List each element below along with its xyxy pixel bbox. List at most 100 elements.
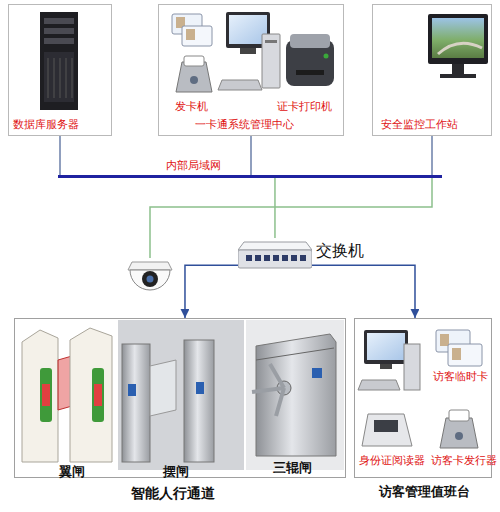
network-switch: 交换机 [238, 238, 312, 272]
swing-arm [150, 360, 176, 416]
server-panel [44, 52, 74, 102]
swing-indicator [196, 382, 204, 394]
wing-cabinet [22, 330, 58, 462]
camera-wire [150, 178, 432, 258]
id-reader [362, 414, 412, 446]
pc-keyboard [218, 80, 262, 90]
screen-road [438, 43, 482, 54]
card-issuer-device [176, 56, 212, 92]
wing-indicator [92, 368, 104, 422]
network-link [431, 136, 433, 175]
node-label: 证卡打印机 [277, 101, 332, 114]
server-bay [44, 28, 74, 34]
lan-bus: 内部局域网 [58, 175, 442, 178]
camera-mount [128, 262, 172, 270]
node-label: 访客临时卡 [433, 371, 488, 384]
pc-screen [367, 333, 405, 360]
camera-lens [142, 271, 158, 287]
gate-box: 翼闸摆闸三辊闸智能人行通道 [14, 318, 346, 478]
server-box: 数据库服务器 [8, 4, 112, 136]
switch-port [282, 255, 288, 261]
pc-stand [240, 48, 256, 54]
photo-background [118, 320, 244, 470]
node-label: 三辊闸 [273, 461, 312, 476]
node-label: 交换机 [316, 242, 364, 260]
swing-cabinet [122, 344, 150, 462]
server-grille [66, 58, 67, 98]
swing-gate [122, 340, 214, 462]
monitor-workstation [428, 14, 488, 78]
switch-port [273, 255, 279, 261]
camera-dome [130, 270, 170, 290]
swing-cabinet [184, 340, 214, 462]
network-link [185, 265, 238, 318]
visitor-card-issuer [440, 410, 478, 448]
visitor-cards [436, 330, 482, 366]
network-link [274, 178, 276, 238]
pc-keyboard [358, 380, 400, 390]
card-icons [172, 14, 212, 46]
tripod-turnstile [252, 334, 336, 456]
id-card [182, 26, 212, 46]
issuer-button [455, 432, 463, 440]
tripod-arm [252, 388, 284, 392]
pc-tower [404, 344, 420, 390]
visitor-box: 访客临时卡身份证阅读器访客卡发行器访客管理值班台 [354, 318, 492, 478]
switch-port [291, 255, 297, 261]
node-label: 安全监控工作站 [381, 119, 458, 132]
node-label: 发卡机 [175, 101, 208, 114]
node-label: 内部局域网 [166, 160, 221, 173]
wing-gate [22, 328, 112, 462]
issuer-button [190, 76, 198, 84]
card-photo [452, 348, 461, 360]
management-pc [218, 12, 280, 90]
server-tower [40, 12, 78, 110]
node-label: 智能人行通道 [131, 485, 215, 501]
pc-monitor [364, 330, 408, 364]
switch-port [264, 255, 270, 261]
network-link [250, 136, 252, 175]
issuer-card-slot [184, 56, 204, 66]
pc-tower [262, 34, 280, 88]
node-label: 摆闸 [163, 465, 189, 480]
switch-port [300, 255, 306, 261]
issuer-card-slot [449, 410, 469, 421]
node-label: 身份证阅读器 [359, 455, 425, 468]
switch-port [246, 255, 252, 261]
printer-slot [296, 70, 324, 75]
wing-indicator [40, 368, 52, 422]
monitor-screen [432, 18, 484, 58]
network-link [312, 265, 415, 318]
tripod-arm [270, 364, 284, 388]
node-label: 访客管理值班台 [379, 485, 470, 500]
server-grille [60, 58, 61, 98]
server-grille [54, 58, 55, 98]
wing-cabinet [70, 328, 112, 462]
dome-camera [128, 262, 172, 290]
swing-indicator [128, 384, 136, 396]
server-case [40, 12, 78, 110]
switch-body [238, 250, 312, 268]
pc-stand [380, 364, 392, 369]
tripod-cabinet [256, 334, 336, 456]
printer-led [324, 54, 329, 59]
monitor-frame [428, 14, 488, 64]
switch-port [255, 255, 261, 261]
node-label: 访客卡发行器 [431, 455, 497, 468]
card-photo [186, 29, 195, 40]
tripod-indicator [312, 368, 322, 378]
pc-screen [229, 15, 267, 44]
issuer-body [440, 418, 478, 448]
camera-lens [147, 276, 154, 283]
switch-icon [238, 238, 312, 272]
server-grille [48, 58, 49, 98]
wing-indicator [94, 384, 102, 406]
server-bay [44, 18, 74, 24]
reader-body [362, 414, 412, 446]
card-printer [286, 34, 334, 86]
management-box: 发卡机证卡打印机一卡通系统管理中心 [158, 4, 344, 136]
wing-indicator [42, 384, 50, 406]
node-label: 数据库服务器 [13, 119, 79, 132]
monitor-box: 安全监控工作站 [372, 4, 492, 136]
